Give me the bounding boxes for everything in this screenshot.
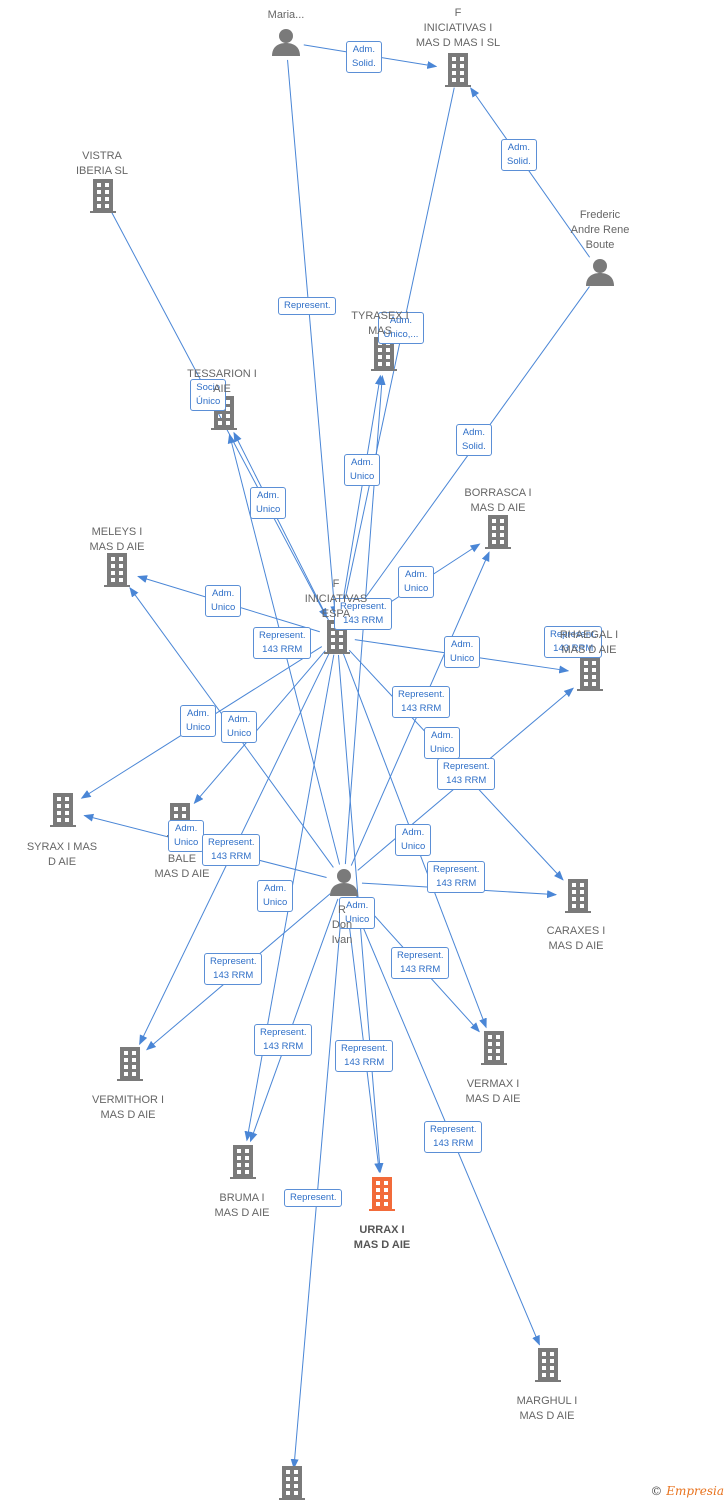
edge-label[interactable]: Adm. Solid. <box>501 139 537 171</box>
copyright-symbol: © <box>650 1484 663 1498</box>
edge-finicesp-tyrasex <box>339 374 383 620</box>
edge-label[interactable]: Adm. Solid. <box>456 424 492 456</box>
node-label-tessarion[interactable]: TESSARION I AIE <box>187 368 257 395</box>
edge-finicesp-tessarion <box>233 431 330 622</box>
edge-label[interactable]: Represent. 143 RRM <box>204 953 263 985</box>
edge-label[interactable]: Represent. 143 RRM <box>253 627 312 659</box>
node-label-maria[interactable]: Maria... <box>267 9 305 21</box>
building-icon-finicmas[interactable] <box>445 53 471 87</box>
node-label-vistra[interactable]: VISTRA IBERIA SL <box>76 150 128 177</box>
edge-rdonivan-bruma <box>249 898 339 1143</box>
building-icon-rhaegal[interactable] <box>577 657 603 691</box>
edges-layer <box>80 44 591 1470</box>
edge-maria-finicesp <box>287 59 339 617</box>
edge-label[interactable]: Adm. Unico <box>395 824 432 856</box>
node-label-urrax[interactable]: URRAX I MAS D AIE <box>353 1224 411 1251</box>
brand-logo[interactable]: Empresia <box>666 1484 724 1498</box>
node-label-caraxes[interactable]: CARAXES I MAS D AIE <box>546 925 606 952</box>
building-icon-vermax[interactable] <box>481 1031 507 1065</box>
edge-rdonivan-urrax <box>345 899 383 1174</box>
edge-label[interactable]: Adm. Solid. <box>346 41 382 73</box>
node-label-finicesp[interactable]: F INICIATIVAS ESPA <box>304 578 368 620</box>
edge-finicmas-finicesp <box>339 87 455 617</box>
node-label-bruma[interactable]: BRUMA I MAS D AIE <box>214 1192 270 1219</box>
copyright: © Empresia <box>650 1484 724 1498</box>
edge-label[interactable]: Represent. 143 RRM <box>202 834 261 866</box>
edge-label[interactable]: Represent. 143 RRM <box>437 758 496 790</box>
edge-label[interactable]: Adm. Unico <box>424 727 461 759</box>
building-icon-bottom[interactable] <box>279 1466 305 1500</box>
person-icon-maria[interactable] <box>272 29 300 56</box>
edge-label[interactable]: Adm. Unico <box>444 636 481 668</box>
node-label-vermithor[interactable]: VERMITHOR I MAS D AIE <box>91 1094 165 1121</box>
building-icon-borrasca[interactable] <box>485 515 511 549</box>
edge-label[interactable]: Represent. <box>284 1189 343 1207</box>
node-label-frederic[interactable]: Frederic Andre Rene Boute <box>570 209 630 251</box>
building-icon-vistra[interactable] <box>90 179 116 213</box>
building-icon-urrax[interactable] <box>369 1177 395 1211</box>
node-label-meleys[interactable]: MELEYS I MAS D AIE <box>89 526 145 553</box>
building-icon-syrax[interactable] <box>50 793 76 827</box>
building-icon-marghul[interactable] <box>535 1348 561 1382</box>
edge-vistra-finicesp <box>110 211 328 619</box>
edge-label[interactable]: Adm. Unico <box>250 487 287 519</box>
node-label-rdonivan[interactable]: R Don Ivan <box>331 904 353 946</box>
node-label-balerion[interactable]: BALE MAS D AIE <box>154 853 210 880</box>
node-label-finicmas[interactable]: F INICIATIVAS I MAS D MAS I SL <box>415 7 501 49</box>
edge-label[interactable]: Socio Único <box>190 379 227 411</box>
node-label-syrax[interactable]: SYRAX I MAS D AIE <box>26 841 98 868</box>
edge-label[interactable]: Represent. 143 RRM <box>544 626 603 658</box>
edge-frederic-finicmas <box>470 87 591 258</box>
edge-label[interactable]: Represent. 143 RRM <box>391 947 450 979</box>
edge-label[interactable]: Represent. 143 RRM <box>335 1040 394 1072</box>
edge-label[interactable]: Represent. 143 RRM <box>392 686 451 718</box>
edge-label[interactable]: Represent. 143 RRM <box>254 1024 313 1056</box>
edge-label[interactable]: Adm. Unico <box>180 705 217 737</box>
node-label-vermax[interactable]: VERMAX I MAS D AIE <box>465 1078 521 1105</box>
edge-label[interactable]: Adm. Unico <box>221 711 258 743</box>
person-icon-frederic[interactable] <box>586 259 614 286</box>
edge-label[interactable]: Represent. <box>278 297 337 315</box>
edge-label[interactable]: Adm. Unico <box>168 820 205 852</box>
building-icon-caraxes[interactable] <box>565 879 591 913</box>
edge-rdonivan-bottom <box>290 899 343 1470</box>
edge-label[interactable]: Adm. Unico <box>339 897 376 929</box>
node-label-rhaegal[interactable]: RHAEGAL I MAS D AIE <box>559 629 619 656</box>
edge-label[interactable]: Adm. Unico <box>344 454 381 486</box>
edge-finicesp-balerion <box>193 650 326 805</box>
node-label-borrasca[interactable]: BORRASCA I MAS D AIE <box>464 487 532 514</box>
building-icon-bruma[interactable] <box>230 1145 256 1179</box>
edge-label[interactable]: Adm. Unico,... <box>377 312 425 344</box>
person-icon-rdonivan[interactable] <box>330 869 358 896</box>
node-label-tyrasex[interactable]: TYRASEX I MAS <box>351 310 409 337</box>
building-icon-meleys[interactable] <box>104 553 130 587</box>
edge-label[interactable]: Adm. Unico <box>205 585 242 617</box>
edge-label[interactable]: Adm. Unico <box>257 880 294 912</box>
node-label-marghul[interactable]: MARGHUL I MAS D AIE <box>516 1395 578 1422</box>
building-icon-vermithor[interactable] <box>117 1047 143 1081</box>
edge-label[interactable]: Represent. 143 RRM <box>427 861 486 893</box>
edge-label[interactable]: Represent. 143 RRM <box>334 598 393 630</box>
edge-label[interactable]: Adm. Unico <box>398 566 435 598</box>
edge-label[interactable]: Represent. 143 RRM <box>424 1121 483 1153</box>
